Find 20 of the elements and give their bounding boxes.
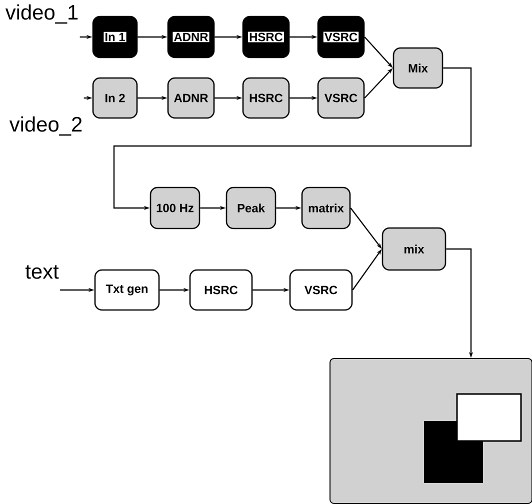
process-box: ADNR [167,16,215,58]
input-label: video_2 [9,116,82,136]
process-box: In 2 [92,77,138,119]
process-box: HSRC [242,77,290,119]
process-box: matrix [301,186,351,230]
process-box: VSRC [317,16,365,58]
process-box: Txt gen [94,269,160,311]
display-drawing [330,358,532,504]
process-box: VSRC [289,269,353,311]
process-box: mix [382,227,446,271]
process-box: Mix [392,47,444,89]
process-box: ADNR [167,77,215,119]
input-label: text [25,265,59,279]
process-box: VSRC [317,77,365,119]
process-box: 100 Hz [150,186,200,230]
process-box: HSRC [189,269,253,311]
process-box: Peak [226,186,276,230]
input-label: video_1 [5,4,78,24]
process-box: HSRC [242,16,290,58]
process-box: In 1 [92,16,138,58]
